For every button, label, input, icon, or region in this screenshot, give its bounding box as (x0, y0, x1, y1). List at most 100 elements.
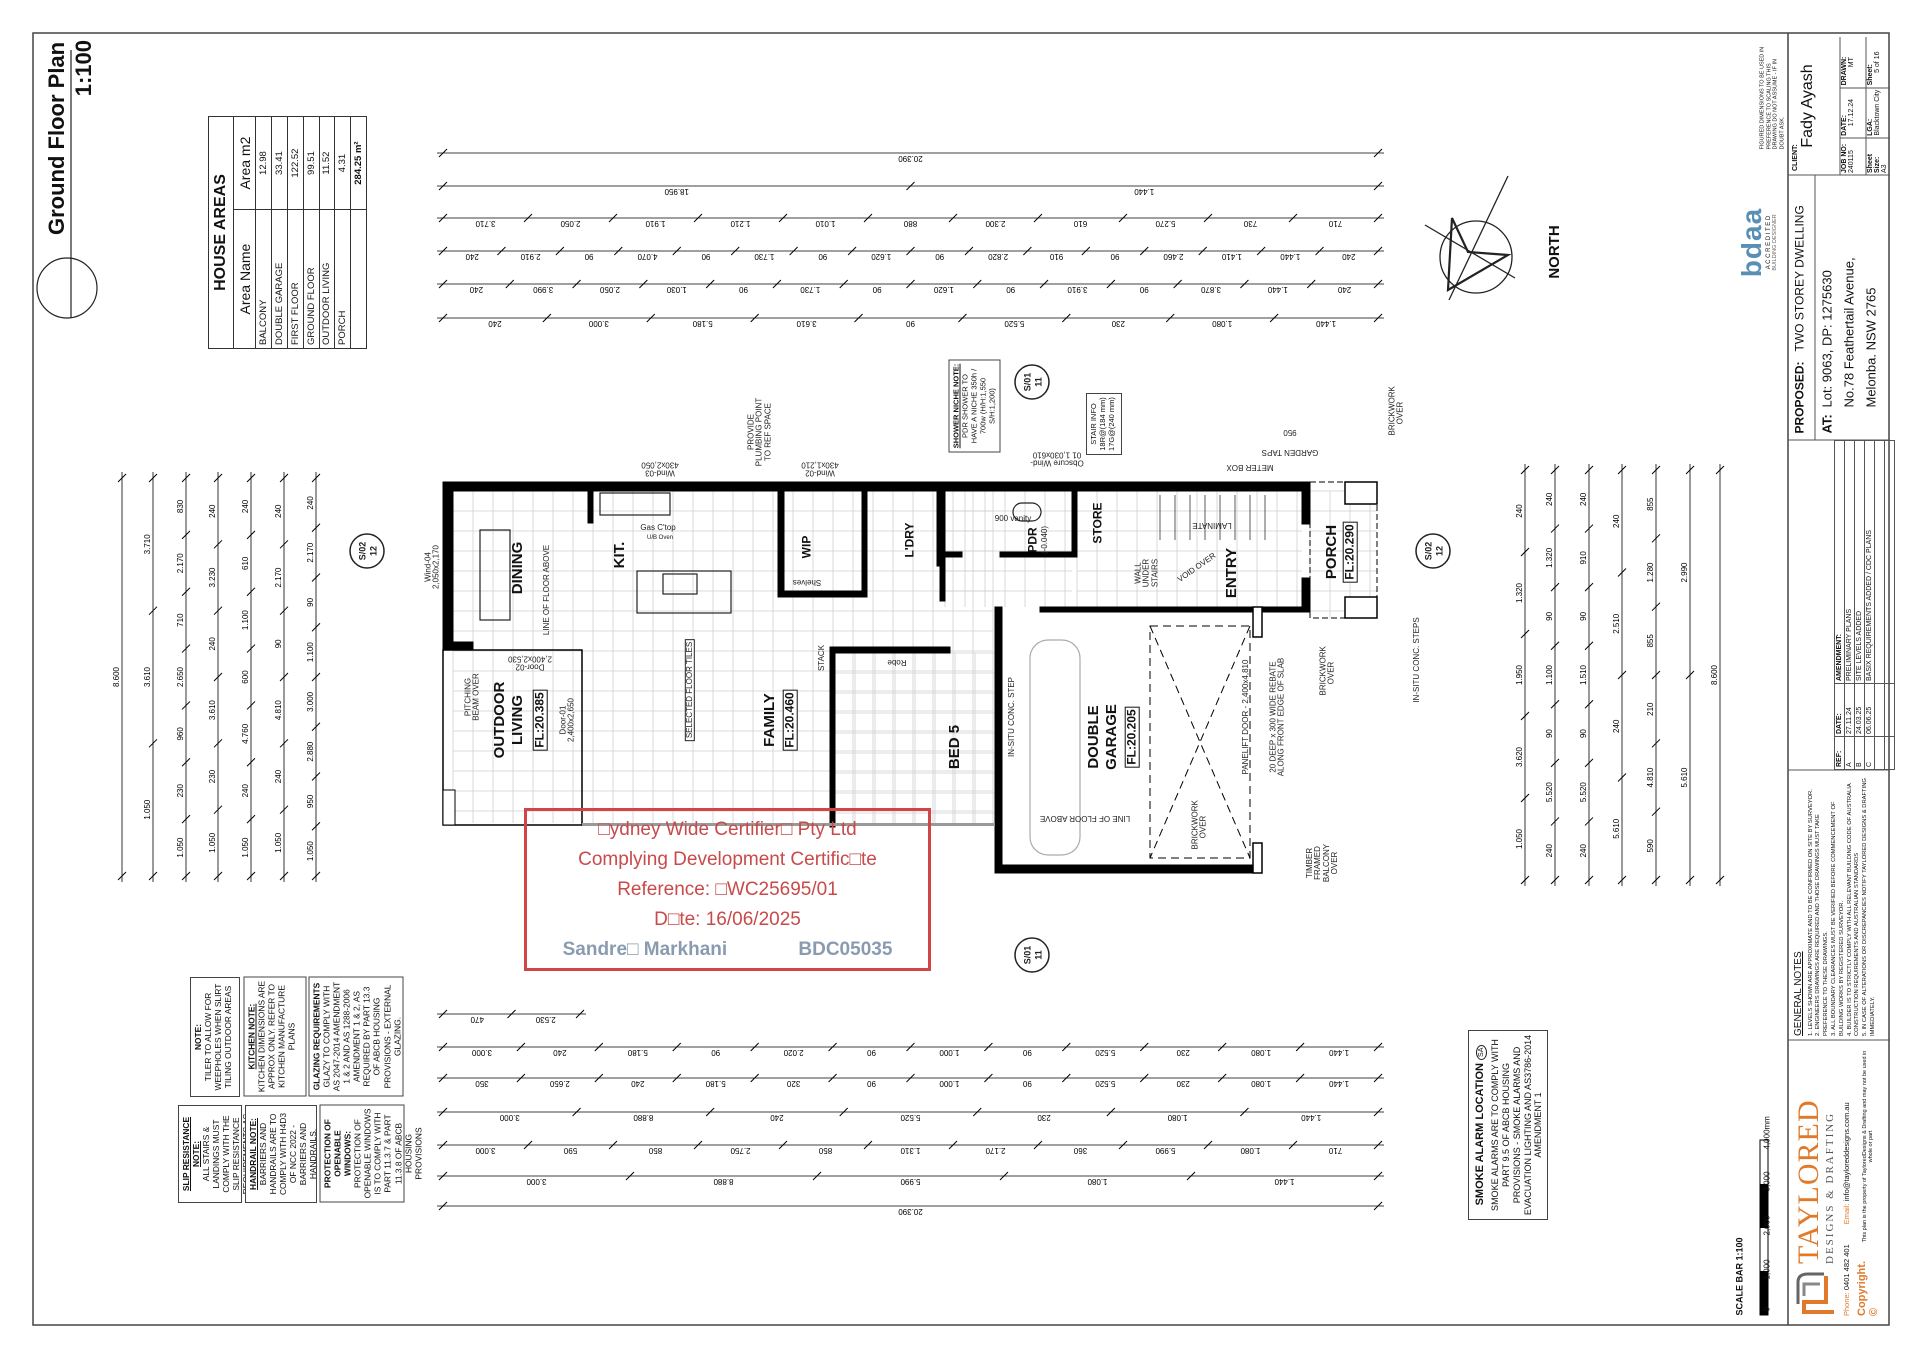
dimension-tick (438, 181, 448, 191)
dimension-label: 3.230 (208, 567, 217, 588)
dimension-label: 730 (1243, 219, 1257, 228)
dimension-label: 2.650 (549, 1079, 570, 1088)
dimension-label: 3.000 (526, 1177, 547, 1186)
note-title: NOTE: (193, 1023, 203, 1051)
dimension-label: 855 (1646, 497, 1655, 511)
dimension-label: 1.080 (1240, 1146, 1261, 1155)
phone: 0401 482 401 (1842, 1244, 1851, 1291)
dimension-tick (246, 587, 256, 597)
dimension-label: 1.100 (306, 642, 315, 663)
pitching-beam-note: PITCHING BEAM OVER (463, 673, 481, 721)
dimension-tick (148, 738, 158, 748)
dimension-tick (730, 246, 740, 256)
dimension-label: 3.000 (306, 691, 315, 712)
north-arrow-icon (1424, 175, 1516, 301)
area-name: BALCONY (255, 209, 272, 349)
dimension-label: 1.310 (900, 1146, 921, 1155)
amend-text-header: AMENDMENT: (1834, 440, 1845, 684)
area-value: 4.31 (334, 116, 351, 210)
dimension-label: 230 (1111, 319, 1125, 328)
dimension-tick (1651, 738, 1661, 748)
dimension-label: 4.810 (1646, 767, 1655, 788)
room-label-pdr: PDR (1025, 527, 1040, 553)
dimension-label: 1.050 (306, 841, 315, 862)
dimension-tick (1165, 313, 1175, 323)
dimension-label: 90 (584, 252, 593, 261)
dimension-tick (1651, 875, 1661, 885)
job-no: 240115 (1848, 150, 1855, 173)
dimension-label: 5.610 (1612, 818, 1621, 839)
floor-level-family: FL:20.460 (782, 689, 798, 751)
email[interactable]: info@tayloreddesigns.com.au (1842, 1102, 1851, 1202)
dimension-tick (148, 871, 158, 881)
dimension-tick (1520, 629, 1530, 639)
section-marker-num: 11 (1033, 950, 1044, 960)
area-name: PORCH (334, 209, 351, 349)
window-02-label: Wind-02 430x1,210 (801, 460, 839, 478)
in-situ-steps-note: IN-SITU CONC. STEPS (1411, 617, 1421, 703)
openable-windows-note: PROTECTION OF OPENABLE WINDOWS:PROTECTIO… (319, 1104, 423, 1203)
dimension-tick (311, 772, 321, 781)
window-04-label: Wind-04 2,050x2,170 (423, 544, 441, 590)
dimension-label: 855 (1646, 634, 1655, 648)
dimension-label: 90 (711, 1048, 720, 1057)
dimension-tick (246, 757, 256, 767)
dimension-tick (984, 1073, 993, 1083)
title-block-grid (1788, 37, 1890, 1041)
phone-label: Phone: (1842, 1292, 1851, 1316)
stamp-certificate: Complying Development Certific□te (578, 849, 877, 870)
dimension-label: 1.100 (1545, 664, 1554, 685)
dimension-label: 5.520 (1579, 782, 1588, 803)
dimension-tick (906, 1073, 915, 1083)
dimension-label: 4.070 (637, 252, 658, 261)
dimension-tick (438, 1009, 448, 1019)
dimension-tick (1584, 875, 1594, 885)
pdr-level: (-0.040) (1039, 525, 1049, 555)
dimension-tick (213, 805, 223, 815)
general-note: 3. ALL BOUNDARY CLEARANCES MUST BE VERIF… (1830, 801, 1845, 1036)
dimension-tick (279, 672, 289, 682)
stamp-signature: Sandre□ Markhani BDC05035 (527, 935, 928, 965)
scale-tick: 2,000 (1762, 1215, 1772, 1236)
dimension-tick (311, 672, 321, 682)
vanity-label: 900 vanity (994, 513, 1032, 523)
dimension-label: 90 (867, 1079, 876, 1088)
dimension-tick (1651, 533, 1661, 543)
dimension-label: 1.050 (208, 832, 217, 853)
dimension-tick (1373, 181, 1383, 191)
dimension-label: 2.170 (985, 1146, 1006, 1155)
company-name: TAYLORED (1792, 1099, 1825, 1265)
dimension-label: 240 (1342, 252, 1356, 261)
cars-outline (1029, 639, 1081, 856)
house-areas-title: HOUSE AREAS (208, 116, 234, 349)
dimension-tick (1651, 670, 1661, 680)
dimension-label: 590 (1646, 839, 1655, 853)
dimension-label: 5.180 (705, 1079, 726, 1088)
note-title: KITCHEN NOTE: (246, 1003, 257, 1070)
dimension-label: 1.320 (1515, 582, 1524, 603)
general-note: 1. LEVELS SHOWN ARE APPROXIMATE AND TO B… (1807, 789, 1814, 1036)
dimension-tick (1584, 465, 1594, 475)
dimension-label: 90 (1545, 611, 1554, 620)
note-body: KITCHEN DIMENSIONS ARE APPROX ONLY. REFE… (256, 980, 297, 1093)
drawing-date: 17.12.24 (1848, 99, 1855, 127)
dimension-tick (311, 871, 321, 881)
dimension-label: 2.170 (274, 567, 283, 588)
dimension-tick (1520, 875, 1530, 885)
dimension-label: 5.180 (627, 1048, 648, 1057)
dimension-label: 4.760 (241, 723, 250, 744)
drawn-label: DRAWN: (1841, 56, 1848, 86)
dimension-label: 240 (1579, 492, 1588, 506)
sheet-size-label: Sheet Size: (1867, 153, 1881, 173)
dimension-tick (575, 1009, 585, 1019)
dimension-label: 240 (1545, 843, 1554, 857)
dimension-label: 90 (739, 285, 748, 294)
dimension-tick (1651, 807, 1661, 817)
dimension-label: 5.990 (1155, 1146, 1176, 1155)
at-label: AT: (1819, 414, 1835, 434)
dimension-tick (1584, 641, 1594, 651)
dimension-tick (1584, 699, 1594, 709)
dimension-label: 1.620 (933, 285, 954, 294)
